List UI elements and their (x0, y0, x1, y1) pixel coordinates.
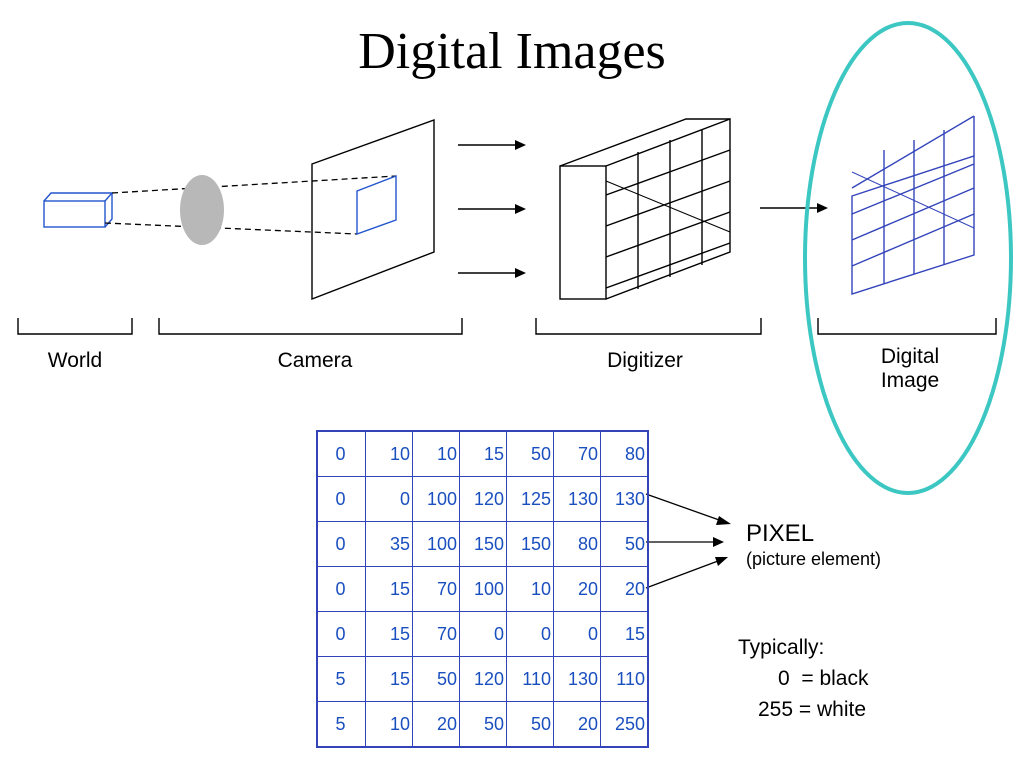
pixel-cell: 50 (600, 521, 649, 567)
pixel-cell: 15 (600, 611, 649, 657)
pixel-cell: 35 (365, 521, 413, 567)
pixel-cell: 110 (506, 656, 554, 702)
projected-image (356, 174, 397, 235)
pixel-cell: 70 (412, 611, 460, 657)
pixel-cell: 0 (316, 521, 366, 567)
pixel-cell: 10 (365, 701, 413, 748)
pixel-cell: 150 (459, 521, 507, 567)
pixel-cell: 20 (412, 701, 460, 748)
pixel-subtitle: (picture element) (746, 549, 882, 569)
pixel-arrowheads (713, 516, 731, 566)
pixel-cell: 100 (412, 521, 460, 567)
pixel-cell: 130 (553, 656, 601, 702)
highlight-ring (803, 21, 1013, 495)
pixel-cell: 0 (316, 566, 366, 612)
arrows-to-digitizer (458, 144, 516, 274)
pixel-cell: 80 (553, 521, 601, 567)
stage-label-world: World (47, 349, 103, 372)
pixel-cell: 110 (600, 656, 649, 702)
pixel-cell: 0 (316, 430, 366, 477)
stage-brackets (17, 318, 997, 335)
pixel-heading: PIXEL (746, 520, 815, 547)
stage-label-digital-image-line1: Digital (880, 345, 940, 368)
pixel-cell: 15 (365, 566, 413, 612)
pixel-cell: 70 (412, 566, 460, 612)
pixel-cell: 10 (506, 566, 554, 612)
typically-heading: Typically: (738, 636, 825, 659)
pixel-cell: 10 (412, 430, 460, 477)
pixel-pointer-arrows (645, 493, 723, 589)
pixel-cell: 50 (506, 701, 554, 748)
page-title: Digital Images (358, 23, 666, 80)
digitizer-block (559, 117, 731, 300)
pixel-cell: 20 (600, 566, 649, 612)
pixel-cell: 20 (553, 701, 601, 748)
pixel-cell: 150 (506, 521, 554, 567)
typically-white: 255 = white (758, 698, 866, 721)
pixel-cell: 120 (459, 476, 507, 522)
stage-label-digital-image: Digital Image (850, 345, 970, 393)
world-cube (43, 192, 114, 228)
pixel-cell: 0 (365, 476, 413, 522)
pixel-cell: 0 (459, 611, 507, 657)
pixel-cell: 100 (459, 566, 507, 612)
pixel-cell: 130 (600, 476, 649, 522)
stage-label-digital-image-line2: Image (880, 369, 940, 392)
pixel-cell: 50 (412, 656, 460, 702)
typically-black: 0 = black (778, 667, 869, 690)
pixel-cell: 0 (316, 476, 366, 522)
pixel-cell: 20 (553, 566, 601, 612)
image-plane (311, 119, 435, 301)
pixel-cell: 5 (316, 656, 366, 702)
pixel-cell: 50 (506, 430, 554, 477)
pixel-cell: 50 (459, 701, 507, 748)
lens (180, 175, 224, 245)
pixel-cell: 70 (553, 430, 601, 477)
pixel-cell: 100 (412, 476, 460, 522)
pixel-cell: 15 (365, 656, 413, 702)
pixel-cell: 15 (365, 611, 413, 657)
pixel-cell: 0 (316, 611, 366, 657)
pixel-cell: 10 (365, 430, 413, 477)
pixel-cell: 0 (553, 611, 601, 657)
pixel-cell: 250 (600, 701, 649, 748)
typically-note: Typically: 0 = black 255 = white (738, 632, 868, 725)
digital-image-grid (851, 115, 975, 295)
arrowheads-to-digitizer (515, 140, 526, 278)
pixel-cell: 0 (506, 611, 554, 657)
pixel-cell: 80 (600, 430, 649, 477)
pixel-cell: 125 (506, 476, 554, 522)
stage-label-camera: Camera (277, 349, 353, 372)
pixel-cell: 15 (459, 430, 507, 477)
pixel-cell: 130 (553, 476, 601, 522)
projection-rays (104, 175, 397, 235)
stage-label-digitizer: Digitizer (607, 349, 683, 372)
pixel-cell: 5 (316, 701, 366, 748)
pixel-cell: 120 (459, 656, 507, 702)
